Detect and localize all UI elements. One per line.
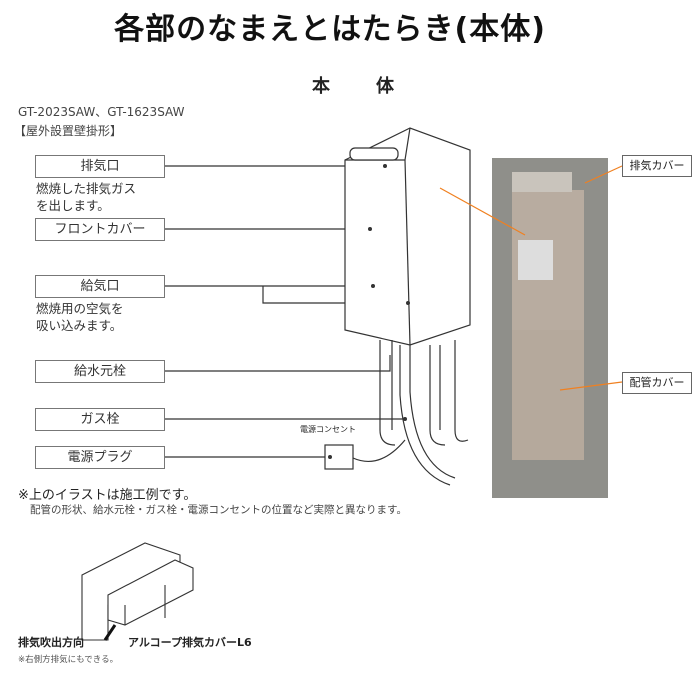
desc-line: 燃焼した排気ガス — [36, 181, 137, 196]
install-type: 【屋外設置壁掛形】 — [14, 124, 123, 138]
label-pipe-cover: 配管カバー — [622, 372, 692, 394]
outlet-label: 電源コンセント — [300, 425, 356, 434]
page-title: 各部のなまえとはたらき(本体) — [114, 12, 546, 47]
label-water-valve: 給水元栓 — [35, 360, 165, 383]
desc-line: を出します。 — [36, 198, 110, 213]
model-names: GT-2023SAW、GT-1623SAW — [18, 105, 185, 119]
label-power-plug: 電源プラグ — [35, 446, 165, 469]
desc-line: 燃焼用の空気を — [36, 301, 124, 316]
exhaust-direction-label: 排気吹出方向 — [18, 636, 84, 649]
bottom-note: ※右側方排気にもできる。 — [18, 655, 119, 665]
intake-desc: 燃焼用の空気を吸い込みます。 — [36, 300, 124, 334]
alcove-cover-label: アルコープ排気カバーL6 — [128, 636, 252, 649]
label-intake-port: 給気口 — [35, 275, 165, 298]
desc-line: 吸い込みます。 — [36, 318, 123, 333]
note-2: 配管の形状、給水元栓・ガス栓・電源コンセントの位置など実際と異なります。 — [30, 504, 407, 516]
label-exhaust-port: 排気口 — [35, 155, 165, 178]
label-exhaust-cover: 排気カバー — [622, 155, 692, 177]
exhaust-cover-illustration — [81, 542, 194, 641]
label-front-cover: フロントカバー — [35, 218, 165, 241]
note-1: ※上のイラストは施工例です。 — [18, 488, 197, 503]
section-title: 本 体 — [312, 76, 408, 97]
exhaust-desc: 燃焼した排気ガスを出します。 — [36, 180, 136, 214]
label-gas-valve: ガス栓 — [35, 408, 165, 431]
